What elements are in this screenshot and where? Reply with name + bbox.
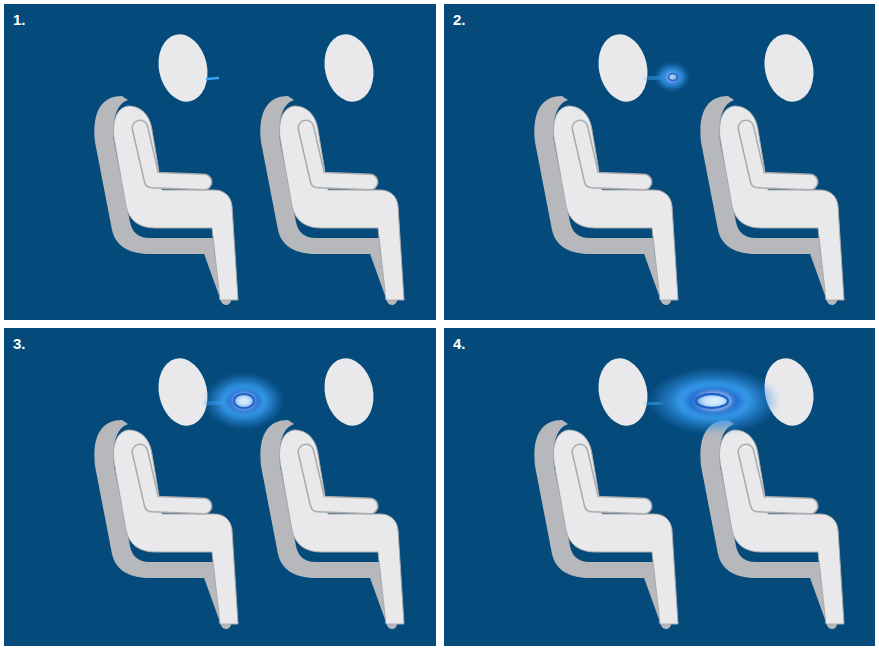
panel-box: 3. (4, 328, 436, 646)
cloud-core (234, 394, 254, 408)
scene-four (534, 354, 844, 624)
panel-number: 1. (13, 11, 26, 28)
panel-number: 4. (453, 335, 466, 352)
panel-number: 3. (13, 335, 26, 352)
breath-jet (206, 402, 226, 404)
panel-box: 2. (444, 4, 875, 320)
breath-cloud (204, 373, 284, 429)
breath-jet (646, 77, 662, 79)
panel-box: 4. (444, 328, 875, 646)
panel-box: 1. (4, 4, 436, 320)
cloud-core (696, 394, 728, 408)
scene-three (94, 354, 404, 624)
breath-puff (207, 78, 218, 79)
scene-two (534, 30, 844, 300)
breath-cloud (655, 63, 689, 91)
breath-cloud (648, 368, 780, 434)
breath-jet (646, 403, 662, 404)
panel-number: 2. (453, 11, 466, 28)
cloud-core (669, 74, 678, 81)
scene-one (94, 30, 404, 300)
